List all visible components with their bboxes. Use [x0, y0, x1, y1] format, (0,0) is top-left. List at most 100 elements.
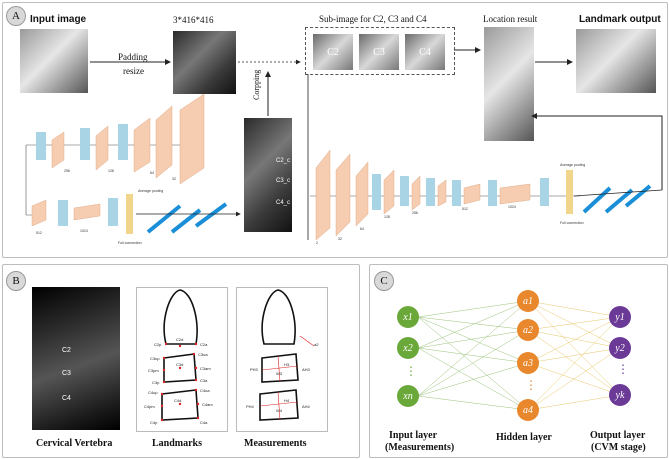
svg-text:Average pooling: Average pooling — [560, 163, 585, 167]
landmark-label: C4am — [202, 402, 213, 407]
sub-image-title: Sub-image for C2, C3 and C4 — [319, 14, 427, 24]
vertebra-label-c3: C3 — [62, 370, 71, 377]
measurement-label: W3 — [276, 371, 282, 376]
svg-text:256: 256 — [412, 211, 418, 215]
landmark-label: C2d — [176, 337, 184, 342]
svg-text:Average pooling: Average pooling — [138, 189, 163, 193]
landmark-label: C4up — [148, 390, 158, 395]
hidden-node-2: a2 — [517, 319, 539, 341]
measurement-label: AH3 — [302, 367, 310, 372]
svg-text:64: 64 — [360, 227, 364, 231]
landmarks-box — [136, 287, 228, 432]
landmark-label: C4pm — [144, 404, 155, 409]
output-layer-label: Output layer — [590, 430, 646, 441]
resize-label: resize — [123, 66, 144, 76]
crop-mark-c4: C4_c — [276, 200, 291, 206]
hidden-node-3: a3 — [517, 352, 539, 374]
input-ellipsis: ⋮ — [405, 364, 417, 378]
landmark-label: C3d — [176, 362, 184, 367]
landmark-label: C4ua — [200, 388, 210, 393]
output-node-k: yk — [609, 384, 631, 406]
svg-text:32: 32 — [338, 237, 342, 241]
svg-text:32: 32 — [172, 177, 176, 181]
caption-landmarks: Landmarks — [152, 438, 203, 449]
left-upper-network: 256 128 64 32 — [25, 93, 205, 216]
landmark-label: C3p — [152, 380, 160, 385]
measurement-label: PH4 — [246, 404, 254, 409]
measurement-label: PH3 — [250, 367, 258, 372]
svg-text:Full connection: Full connection — [560, 221, 584, 225]
landmark-label: C2a — [200, 342, 208, 347]
measurement-label: W4 — [276, 408, 282, 413]
input-image-label: Input image — [30, 14, 87, 25]
hidden-ellipsis: ⋮ — [525, 378, 537, 392]
location-result-image — [484, 27, 534, 141]
svg-text:512: 512 — [462, 207, 468, 211]
measurement-label: H3 — [284, 362, 290, 367]
right-network: 2 32 64 128 256 512 1024 Average pooling… — [310, 149, 663, 245]
caption-cervical-vertebra: Cervical Vertebra — [36, 438, 113, 449]
landmark-label: C3up — [150, 356, 160, 361]
landmark-output-image — [576, 29, 656, 93]
landmark-label: C3pm — [148, 368, 159, 373]
input-xray-image — [20, 29, 88, 93]
landmark-label: C4d — [174, 398, 182, 403]
size-label: 3*416*416 — [173, 15, 214, 25]
output-node-2: y2 — [609, 337, 631, 359]
landmark-output-label: Landmark output — [579, 14, 661, 25]
svg-text:1024: 1024 — [80, 229, 88, 233]
measurement-label: H4 — [284, 398, 290, 403]
input-node-1: x1 — [397, 306, 419, 328]
measurement-label: a2 — [314, 342, 319, 347]
svg-text:2: 2 — [316, 241, 318, 245]
sub-image-c2: C2 — [313, 34, 353, 70]
measurement-label: AH4 — [302, 404, 310, 409]
input-layer-sub: (Measurements) — [385, 442, 455, 453]
landmark-label: C4p — [150, 420, 158, 425]
crop-mark-c2: C2_c — [276, 158, 291, 164]
location-result-label: Location result — [483, 14, 538, 24]
hidden-node-1: a1 — [517, 290, 539, 312]
sub-image-c4: C4 — [405, 34, 445, 70]
hidden-node-4: a4 — [517, 399, 539, 421]
cervical-vertebra-image — [32, 287, 120, 430]
landmark-label: C2p — [154, 342, 162, 347]
svg-text:512: 512 — [36, 231, 42, 235]
landmark-label: C4a — [200, 420, 208, 425]
crop-mark-c3: C3_c — [276, 178, 291, 184]
arrow-return — [531, 113, 663, 190]
resized-xray-image — [173, 31, 236, 94]
svg-text:Full connection: Full connection — [118, 241, 142, 245]
measurement-lines — [259, 335, 315, 421]
vertebra-label-c4: C4 — [62, 395, 71, 402]
landmark-points — [160, 342, 200, 422]
output-ellipsis: ⋮ — [617, 362, 629, 376]
hidden-layer-label: Hidden layer — [496, 432, 552, 443]
input-node-n: xn — [397, 385, 419, 407]
panel-b-badge: B — [6, 271, 26, 291]
output-layer-sub: (CVM stage) — [591, 442, 646, 453]
measurements-box — [236, 287, 328, 432]
landmark-label: C3am — [200, 366, 211, 371]
svg-text:128: 128 — [384, 215, 390, 219]
landmark-label: C3a — [200, 378, 208, 383]
panel-a-badge: A — [6, 6, 26, 26]
left-lower-network: 512 1024 Full connection Average pooling — [31, 189, 241, 245]
cropped-xray-image — [244, 118, 292, 232]
caption-measurements: Measurements — [244, 438, 307, 449]
sub-image-c3: C3 — [359, 34, 399, 70]
measurement-shapes — [259, 289, 299, 421]
landmark-label: C3ua — [198, 352, 208, 357]
input-node-2: x2 — [397, 337, 419, 359]
output-node-1: y1 — [609, 306, 631, 328]
input-layer-label: Input layer — [389, 430, 438, 441]
sub-image-box — [305, 27, 455, 75]
svg-text:128: 128 — [108, 169, 114, 173]
padding-label: Padding — [118, 52, 148, 62]
vertebra-label-c2: C2 — [62, 347, 71, 354]
svg-text:64: 64 — [150, 171, 154, 175]
